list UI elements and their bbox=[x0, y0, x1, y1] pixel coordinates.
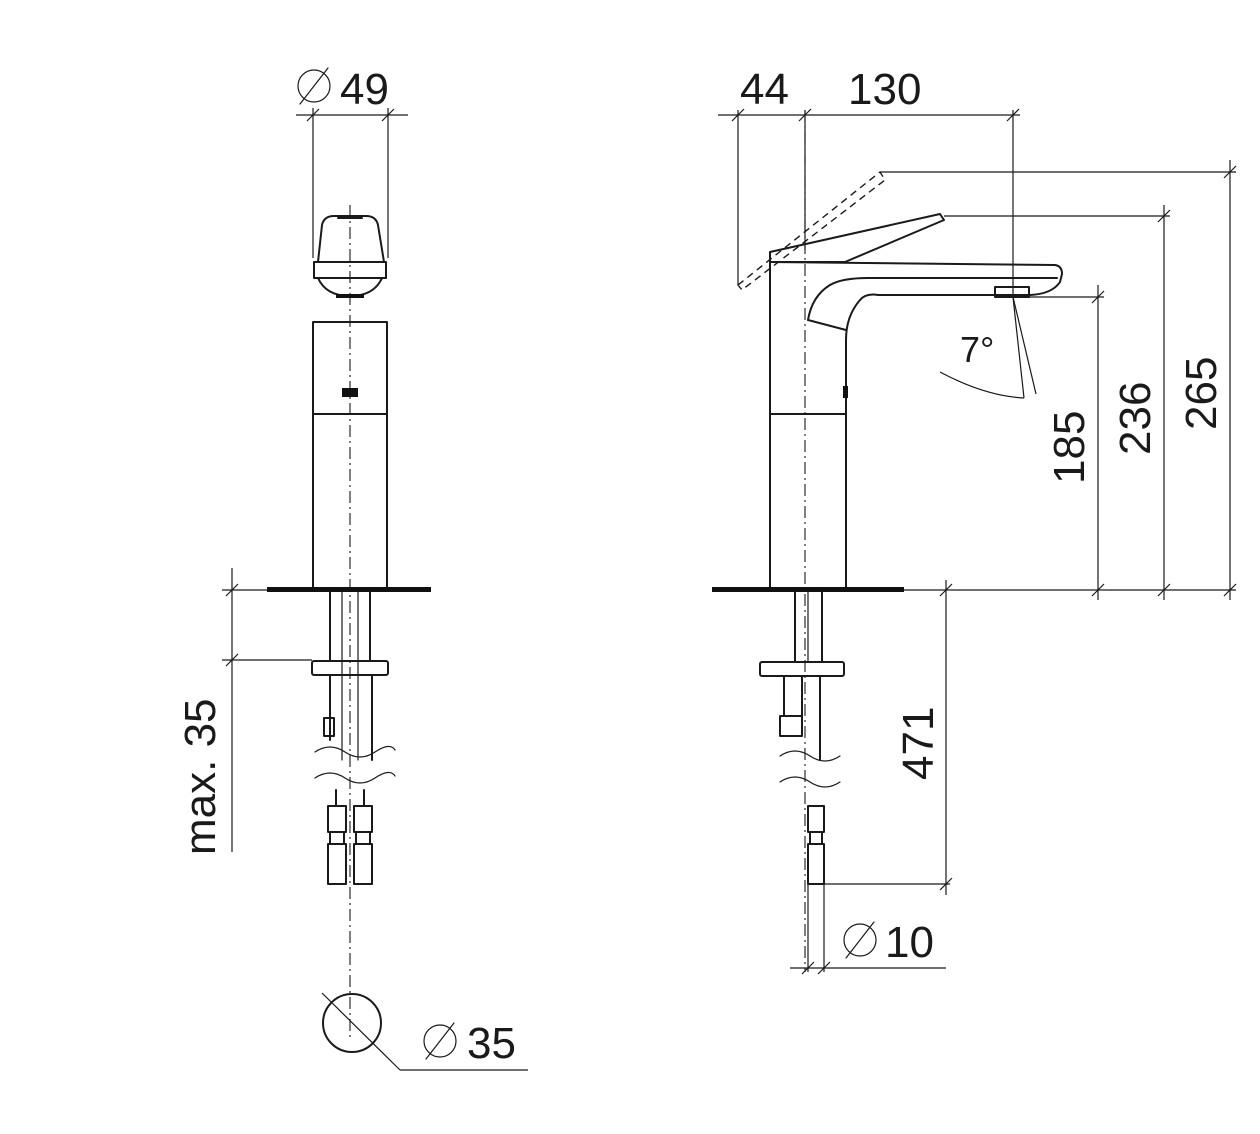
side-dim-185-tick-bottom bbox=[1091, 583, 1105, 597]
side-dim-44-tick-right bbox=[798, 108, 812, 122]
dim-label-35: 35 bbox=[467, 1019, 516, 1068]
front-hose-fitting-left-2 bbox=[329, 831, 345, 845]
dim-label-max35: max. 35 bbox=[176, 698, 225, 855]
side-dim-471-tick-top bbox=[939, 583, 953, 597]
front-logo-mark bbox=[342, 388, 358, 397]
front-bore-circle bbox=[322, 993, 382, 1053]
dim-label-265: 265 bbox=[1177, 357, 1226, 430]
front-view bbox=[222, 108, 528, 1071]
diameter-symbol-35 bbox=[423, 1022, 457, 1060]
side-dim-44-tick-left bbox=[731, 108, 745, 122]
dim-label-236: 236 bbox=[1111, 382, 1160, 455]
side-dim-471-tick-bottom bbox=[939, 877, 953, 891]
side-dim-130-tick-right bbox=[1006, 108, 1020, 122]
diameter-symbol-10 bbox=[843, 921, 877, 959]
side-stud-nut bbox=[779, 715, 803, 737]
front-bore-leader bbox=[321, 992, 401, 1071]
dim-label-130: 130 bbox=[848, 65, 921, 114]
side-lever bbox=[769, 213, 945, 263]
front-dim-max35-tick-top bbox=[225, 583, 239, 597]
front-dim-max35-tick-bottom bbox=[225, 653, 239, 667]
side-mounting-nut bbox=[759, 661, 845, 677]
side-dim-10-tick-right bbox=[817, 961, 831, 975]
dim-label-49: 49 bbox=[340, 65, 389, 114]
front-dim-49-tick-left bbox=[306, 108, 320, 122]
front-hose-fitting-right-3 bbox=[353, 843, 373, 885]
side-dim-185-tick-top bbox=[1091, 290, 1105, 304]
front-lever-head bbox=[317, 215, 385, 263]
side-spout bbox=[769, 261, 1063, 591]
side-break-top bbox=[779, 750, 841, 762]
dim-label-angle: 7° bbox=[960, 329, 994, 370]
front-stud-fitting bbox=[323, 717, 335, 737]
dim-label-471: 471 bbox=[894, 707, 943, 780]
front-hose-fitting-left-1 bbox=[327, 805, 347, 833]
front-break-bottom bbox=[314, 771, 396, 784]
dim-label-44: 44 bbox=[740, 65, 789, 114]
side-dim-236-tick-bottom bbox=[1157, 583, 1171, 597]
dim-label-10: 10 bbox=[885, 918, 934, 967]
side-break-bottom bbox=[779, 776, 841, 788]
side-angle-ray-2 bbox=[1012, 296, 1037, 395]
side-dim-10-tick-left bbox=[801, 961, 815, 975]
diameter-symbol-49 bbox=[297, 67, 331, 105]
side-lever-open-position bbox=[737, 170, 886, 291]
side-deck-plate bbox=[712, 587, 904, 592]
front-mounting-nut bbox=[311, 660, 389, 676]
front-hose-fitting-right-1 bbox=[353, 805, 373, 833]
side-angle-ray-1 bbox=[1012, 296, 1025, 399]
side-aerator bbox=[994, 286, 1030, 298]
side-stud-fitting bbox=[783, 675, 803, 717]
side-view bbox=[712, 108, 1237, 975]
front-hose-fitting-right-2 bbox=[355, 831, 371, 845]
dim-label-185: 185 bbox=[1045, 411, 1094, 484]
side-hose-fitting-3 bbox=[807, 843, 825, 885]
side-logo-mark bbox=[843, 386, 848, 398]
side-dim-236-tick-top bbox=[1157, 209, 1171, 223]
front-lever-band bbox=[313, 261, 387, 279]
side-spout-inner bbox=[807, 277, 1058, 321]
side-dim-265-tick-bottom bbox=[1223, 583, 1237, 597]
front-dim-49-tick-right bbox=[381, 108, 395, 122]
front-aerator-mark bbox=[336, 294, 364, 298]
side-dim-265-tick-top bbox=[1223, 165, 1237, 179]
side-angle-arc bbox=[939, 371, 1025, 399]
side-spout-curve bbox=[807, 319, 847, 331]
side-hose-fitting-2 bbox=[809, 831, 823, 845]
front-break-top bbox=[314, 745, 396, 758]
side-hose-fitting-1 bbox=[807, 805, 825, 833]
front-hose-fitting-left-3 bbox=[327, 843, 347, 885]
front-deck-plate bbox=[267, 587, 431, 592]
